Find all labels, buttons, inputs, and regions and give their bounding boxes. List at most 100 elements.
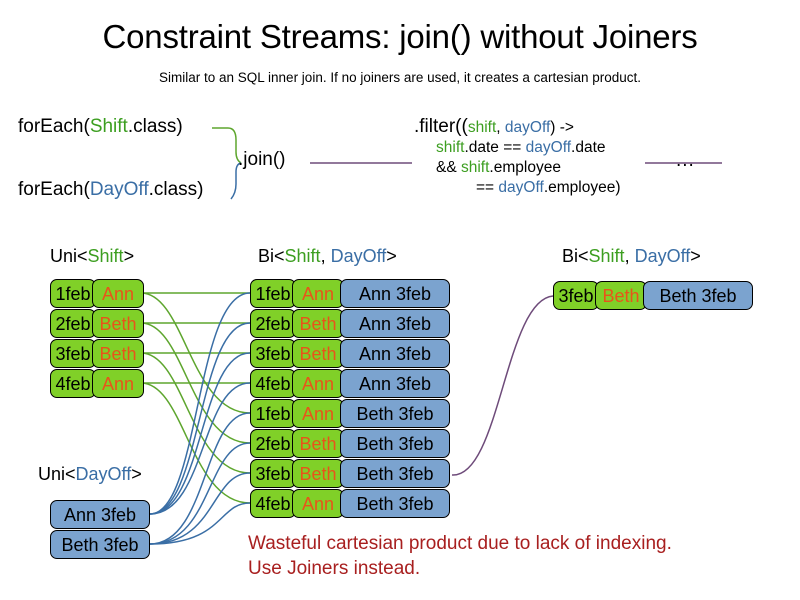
joined-card-date: 4feb (250, 369, 296, 398)
joined-card-dayoff: Beth 3feb (340, 489, 450, 518)
foreach-shift-type: Shift (89, 116, 128, 137)
filter-l4-eq: == (476, 179, 499, 196)
filter-var-shift: shift (467, 119, 497, 136)
filter-l4-end: .employee) (543, 179, 621, 196)
joined-card-dayoff: Ann 3feb (340, 339, 450, 368)
filter-prefix: .filter(( (414, 116, 468, 137)
dayoff-card-text: Beth 3feb (50, 530, 150, 559)
filter-l3-and: && (436, 159, 461, 176)
joined-card-date: 3feb (250, 339, 296, 368)
joined-card-date: 1feb (250, 399, 296, 428)
bi-right-type-b: DayOff (634, 246, 691, 266)
shift-card-date: 3feb (50, 339, 96, 368)
dayoff-card[interactable]: Beth 3feb (50, 530, 150, 559)
shift-card-date: 4feb (50, 369, 96, 398)
filtered-card-employee: Beth (595, 281, 647, 310)
bi-mid-type-b: DayOff (330, 246, 387, 266)
joined-card-employee: Ann (292, 399, 344, 428)
wire-dayoff-1-row-1 (149, 292, 251, 515)
wire-shift-to-join (212, 127, 242, 164)
page-title: Constraint Streams: join() without Joine… (102, 18, 698, 55)
joined-card-date: 3feb (250, 459, 296, 488)
filter-arrow: ) -> (550, 119, 574, 136)
filtered-card-dayoff: Beth 3feb (643, 281, 753, 310)
label-uni-shift: Uni<Shift> (50, 246, 134, 267)
uni-dayoff-post: > (131, 464, 142, 484)
dayoff-card-text: Ann 3feb (50, 500, 150, 529)
foreach-dayoff-type: DayOff (89, 179, 149, 200)
shift-card-employee: Ann (92, 279, 144, 308)
warning-line-2: Use Joiners instead. (248, 558, 421, 579)
code-foreach-dayoff: forEach(DayOff.class) (18, 180, 204, 199)
shift-card-date: 1feb (50, 279, 96, 308)
bi-mid-type-a: Shift (284, 246, 321, 266)
filter-l3-end: .employee (489, 159, 561, 176)
code-join-call: .join() (238, 149, 286, 170)
wire-dayoff-2-row-7 (149, 472, 251, 545)
uni-shift-post: > (123, 246, 135, 266)
filter-l3-shift: shift (460, 159, 490, 176)
filter-line-1: .filter((shift, dayOff) -> (414, 117, 621, 138)
joined-card-employee: Beth (292, 429, 344, 458)
uni-shift-pre: Uni< (50, 246, 88, 266)
filter-line-3: && shift.employee (414, 158, 621, 178)
page-subtitle: Similar to an SQL inner join. If no join… (159, 70, 641, 85)
shift-card-employee: Beth (92, 309, 144, 338)
joined-card-dayoff: Ann 3feb (340, 309, 450, 338)
joined-card-date: 2feb (250, 429, 296, 458)
code-filter-block: .filter((shift, dayOff) -> shift.date ==… (414, 117, 621, 198)
filter-l2-end: .date (571, 139, 606, 156)
joined-card-employee: Ann (292, 369, 344, 398)
filter-l2-dayoff: dayOff (525, 139, 572, 156)
foreach-dayoff-suffix: .class) (148, 179, 204, 200)
dayoff-card[interactable]: Ann 3feb (50, 500, 150, 529)
bi-right-post: > (690, 246, 701, 266)
filter-l2-shift: shift (436, 139, 465, 156)
label-uni-dayoff: Uni<DayOff> (38, 464, 142, 485)
foreach-shift-suffix: .class) (127, 116, 183, 137)
shift-card-employee: Beth (92, 339, 144, 368)
joined-card-dayoff: Beth 3feb (340, 399, 450, 428)
wire-shift-3-row-7 (140, 352, 251, 474)
bi-mid-post: > (386, 246, 397, 266)
filter-l4-dayoff: dayOff (498, 179, 544, 196)
label-bi-filtered: Bi<Shift, DayOff> (562, 246, 701, 267)
uni-dayoff-pre: Uni< (38, 464, 76, 484)
joined-card-date: 2feb (250, 309, 296, 338)
foreach-shift-prefix: forEach( (18, 116, 90, 137)
warning-text: Wasteful cartesian product due to lack o… (248, 531, 672, 581)
wire-dayoff-2-row-6 (149, 442, 251, 545)
ellipsis-text: ... (676, 150, 695, 171)
joined-card-dayoff: Ann 3feb (340, 279, 450, 308)
wire-shift-4-row-8 (140, 382, 251, 504)
joined-card-dayoff: Beth 3feb (340, 429, 450, 458)
code-foreach-shift: forEach(Shift.class) (18, 117, 183, 136)
bi-right-sep: , (624, 246, 635, 266)
joined-card-dayoff: Beth 3feb (340, 459, 450, 488)
filter-line-4: == dayOff.employee) (414, 178, 621, 198)
filter-comma: , (496, 119, 505, 136)
label-bi-joined: Bi<Shift, DayOff> (258, 246, 397, 267)
foreach-dayoff-prefix: forEach( (18, 179, 90, 200)
joined-card-employee: Ann (292, 489, 344, 518)
bi-mid-sep: , (320, 246, 331, 266)
shift-card-employee: Ann (92, 369, 144, 398)
bi-right-pre: Bi< (562, 246, 589, 266)
bi-mid-pre: Bi< (258, 246, 285, 266)
filter-l2-mid: .date == (464, 139, 526, 156)
wire-dayoff-1-row-4 (149, 382, 251, 515)
